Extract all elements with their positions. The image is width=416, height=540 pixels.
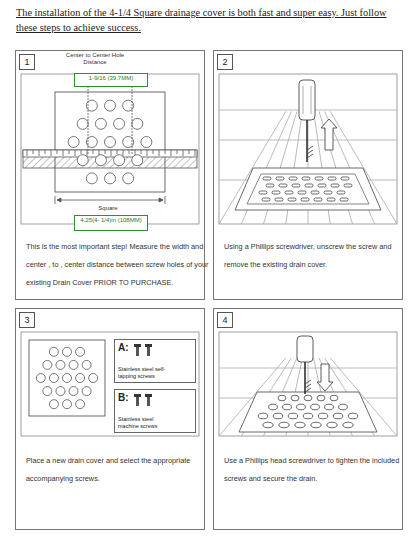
node-text: 1 xyxy=(24,57,29,67)
dimension-box: 4.25(4- 1/4)in (108MM) xyxy=(74,215,148,231)
step-caption: This is the most important step! Measure… xyxy=(26,242,209,287)
step-number: 1 xyxy=(19,54,35,70)
step-panel: Place a new drain cover and select the a… xyxy=(15,308,205,530)
node-text: 3 xyxy=(24,315,29,325)
secure-figure xyxy=(219,332,397,436)
node-text: Stainless steel machine screws xyxy=(118,416,168,429)
dimension-box: 1-9/16 (39.7MM) xyxy=(74,73,148,87)
node-text: 4 xyxy=(222,315,227,325)
step-caption: Place a new drain cover and select the a… xyxy=(26,456,190,483)
screw-icon xyxy=(133,393,155,407)
step-caption: Using a Phillips screwdriver, unscrew th… xyxy=(224,242,392,269)
option-letter: A: xyxy=(118,342,192,354)
node-text: 4.25(4- 1/4)in (108MM) xyxy=(77,217,145,224)
option-letter: B: xyxy=(118,392,192,404)
step-panel: This is the most important step! Measure… xyxy=(15,50,205,300)
screw-option: A: Stainless steel self-tapping screws xyxy=(114,339,196,383)
step-number: 4 xyxy=(217,312,233,328)
page-title: The installation of the 4-1/4 Square dra… xyxy=(16,6,400,36)
node-text: Stainless steel self-tapping screws xyxy=(118,366,168,379)
screw-option: B: Stainless steel machine screws xyxy=(114,389,196,433)
screw-icon xyxy=(133,343,155,357)
step-panel: Using a Phillips screwdriver, unscrew th… xyxy=(213,50,403,300)
node-text: 2 xyxy=(222,57,227,67)
step-number: 2 xyxy=(217,54,233,70)
step-caption: Use a Phillips head screwdriver to tight… xyxy=(224,456,399,483)
step-number: 3 xyxy=(19,312,35,328)
remove-figure xyxy=(219,74,397,224)
dimension-label: Square xyxy=(88,205,128,212)
dimension-label: Center to Center Hole Distance xyxy=(60,52,130,66)
node-text: 1-9/16 (39.7MM) xyxy=(77,75,145,82)
select-figure xyxy=(21,332,199,436)
step-panel: Use a Phillips head screwdriver to tight… xyxy=(213,308,403,530)
measure-figure xyxy=(21,74,199,224)
